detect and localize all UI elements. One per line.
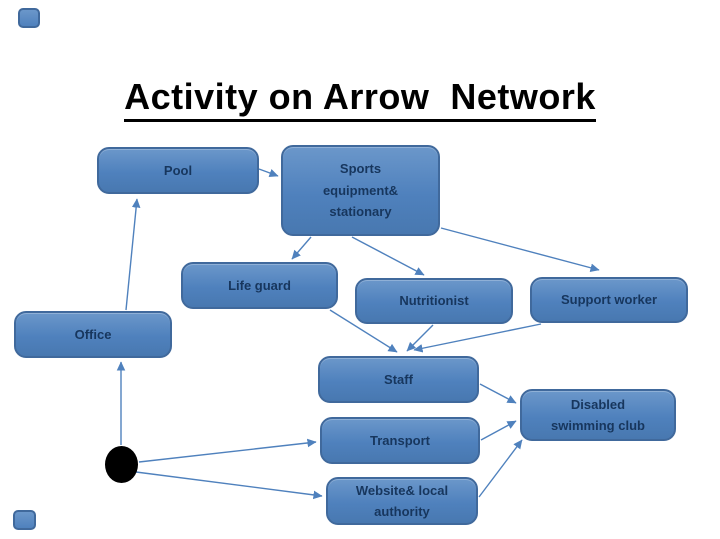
node-office: Office (14, 311, 172, 358)
node-support-worker: Support worker (530, 277, 688, 323)
edge-sports-nutritionist (351, 236, 425, 276)
node-life-guard: Life guard (181, 262, 338, 309)
edge-start-website (135, 471, 323, 500)
slide-title: Activity on Arrow Network (0, 76, 720, 122)
node-sports-equipment: Sports equipment& stationary (281, 145, 440, 236)
edge-sports-lifeguard (291, 236, 312, 260)
edge-staff-disabled (479, 383, 517, 404)
node-nutritionist: Nutritionist (355, 278, 513, 324)
edge-support-staff (413, 323, 542, 353)
edge-sports-support (440, 227, 600, 272)
node-transport: Transport (320, 417, 480, 464)
edge-lifeguard-staff (329, 309, 398, 353)
corner-accent-bottom-left (13, 510, 36, 530)
corner-accent-top-left (18, 8, 40, 28)
edge-start-transport (138, 438, 317, 463)
node-pool: Pool (97, 147, 259, 194)
start-node (105, 446, 138, 483)
edge-website-disabled (478, 439, 523, 498)
node-website-local-authority: Website& local authority (326, 477, 478, 525)
slide-title-text: Activity on Arrow Network (124, 76, 596, 122)
edge-office-pool (125, 198, 141, 311)
edge-nutritionist-staff (406, 324, 434, 352)
edge-transport-disabled (480, 420, 517, 441)
node-disabled-swimming-club: Disabled swimming club (520, 389, 676, 441)
edge-pool-sports (258, 168, 279, 178)
node-staff: Staff (318, 356, 479, 403)
